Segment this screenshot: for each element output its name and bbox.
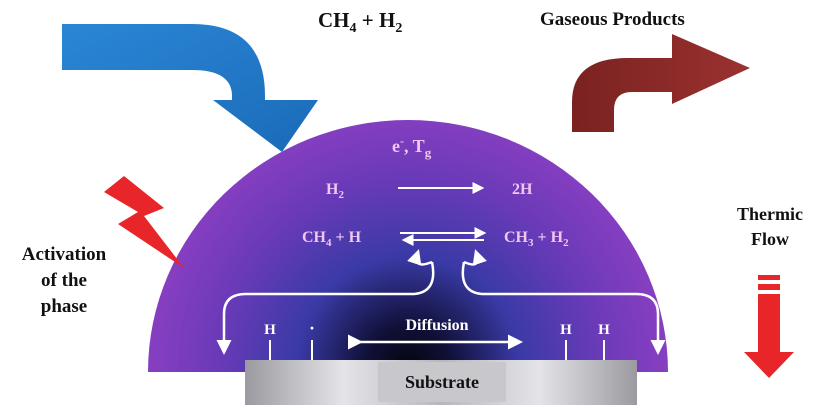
- reaction1-lhs: H2: [326, 181, 344, 201]
- reaction1-rhs: 2H: [512, 181, 533, 198]
- surface-radical-dot: ·: [309, 318, 315, 338]
- input-gases-label: CH4 + H2: [318, 8, 402, 36]
- reaction2-lhs: CH4 + H: [302, 229, 362, 249]
- reaction2-rhs: CH3 + H2: [504, 229, 569, 249]
- plasma-dome: [148, 120, 668, 372]
- activation-line3: phase: [41, 296, 87, 317]
- left-upward-arrow: [407, 249, 433, 266]
- activation-line2: of the: [41, 270, 87, 291]
- activation-line1: Activation: [22, 244, 107, 265]
- thermic-flow-arrow: [744, 275, 794, 378]
- inflow-arrow: [62, 24, 318, 152]
- diffusion-label: Diffusion: [405, 317, 468, 334]
- surface-h-left: H: [264, 322, 276, 338]
- substrate-label-panel: [378, 362, 506, 402]
- thermic-line1: Thermic: [737, 204, 803, 224]
- right-circulation-arrow: [461, 261, 666, 355]
- lightning-icon: [104, 176, 184, 268]
- outflow-arrow: [572, 34, 750, 132]
- surface-h-right-1: H: [560, 322, 572, 338]
- thermic-line2: Flow: [751, 229, 789, 249]
- plasma-params-label: e-, Tg: [392, 134, 432, 160]
- right-upward-arrow: [463, 249, 487, 266]
- gaseous-products-label: Gaseous Products: [540, 9, 685, 30]
- surface-h-right-2: H: [598, 322, 610, 338]
- left-circulation-arrow: [216, 261, 435, 355]
- substrate-label: Substrate: [405, 372, 479, 392]
